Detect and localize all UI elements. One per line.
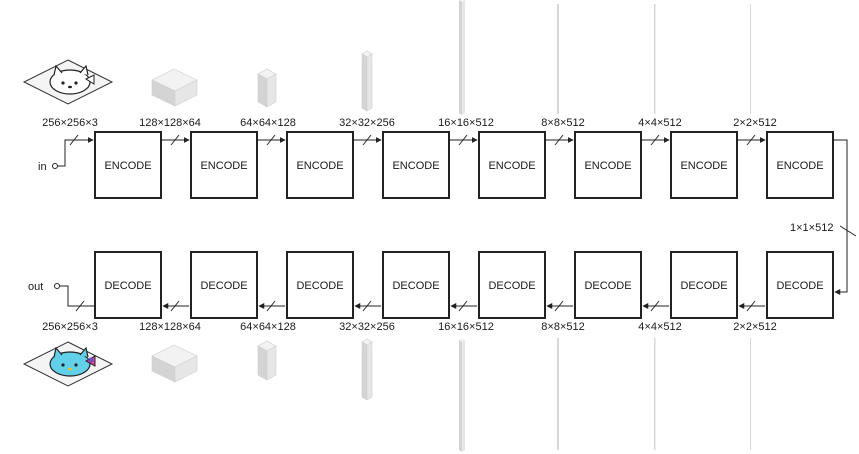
decoder-block-label: DECODE bbox=[296, 280, 343, 292]
tensor-32x32x256-out bbox=[361, 338, 373, 401]
encoder-block-label: ENCODE bbox=[200, 160, 247, 172]
encoder-row: ENCODE ENCODE ENCODE ENCODE ENCODE ENCOD… bbox=[38, 117, 834, 199]
encoder-block-label: ENCODE bbox=[104, 160, 151, 172]
input-wire bbox=[58, 137, 94, 167]
decoder-dim-4: 32×32×256 bbox=[339, 321, 395, 333]
decoder-block-label: DECODE bbox=[200, 280, 247, 292]
encoder-dim-2: 128×128×64 bbox=[139, 117, 201, 129]
bottleneck: 1×1×512 bbox=[790, 139, 857, 295]
bus-slash bbox=[554, 300, 564, 312]
tensor-64x64x128 bbox=[257, 68, 277, 108]
tensor-4x4x512 bbox=[654, 4, 656, 114]
decoder-dim-5: 16×16×512 bbox=[438, 321, 494, 333]
encoder-block-8: ENCODE bbox=[766, 131, 834, 199]
bus-slash bbox=[650, 300, 660, 312]
output-label: out bbox=[28, 281, 43, 293]
tensor-8x8x512-out bbox=[557, 338, 559, 450]
encoder-block-6: ENCODE bbox=[574, 131, 642, 199]
bus-slash bbox=[458, 300, 468, 312]
encoder-tensor-shapes bbox=[22, 0, 751, 115]
bus-slash bbox=[458, 134, 468, 146]
decoder-block-label: DECODE bbox=[392, 280, 439, 292]
bottleneck-wire bbox=[833, 139, 848, 295]
encoder-dim-1: 256×256×3 bbox=[42, 117, 98, 129]
bus-slash bbox=[266, 134, 276, 146]
tensor-32x32x256 bbox=[361, 50, 373, 112]
input-terminal bbox=[52, 163, 58, 169]
bus-slash bbox=[170, 300, 180, 312]
decoder-block-7: DECODE bbox=[670, 251, 738, 319]
bus-slash bbox=[650, 134, 660, 146]
tensor-2x2x512-out bbox=[750, 338, 751, 450]
tensor-4x4x512-out bbox=[654, 338, 656, 450]
decoder-row: DECODE DECODE DECODE DECODE DECODE DECOD… bbox=[28, 251, 834, 333]
decoder-block-3: DECODE bbox=[286, 251, 354, 319]
bus-slash bbox=[170, 134, 180, 146]
output-terminal bbox=[54, 283, 60, 289]
decoder-block-label: DECODE bbox=[488, 280, 535, 292]
encoder-dim-3: 64×64×128 bbox=[240, 117, 296, 129]
decoder-dim-1: 256×256×3 bbox=[42, 321, 98, 333]
input-label: in bbox=[38, 161, 47, 173]
encoder-dim-7: 4×4×512 bbox=[638, 117, 681, 129]
encoder-block-label: ENCODE bbox=[776, 160, 823, 172]
tensor-2x2x512 bbox=[750, 4, 751, 114]
encoder-block-label: ENCODE bbox=[584, 160, 631, 172]
output-wire bbox=[60, 285, 95, 307]
bus-slash bbox=[746, 300, 756, 312]
bottleneck-dim: 1×1×512 bbox=[790, 222, 833, 234]
decoder-block-8: DECODE bbox=[766, 251, 834, 319]
decoder-dim-3: 64×64×128 bbox=[240, 321, 296, 333]
decoder-dim-7: 4×4×512 bbox=[638, 321, 681, 333]
decoder-block-label: DECODE bbox=[776, 280, 823, 292]
decoder-block-1: DECODE bbox=[94, 251, 162, 319]
bus-slash bbox=[362, 300, 372, 312]
encoder-block-5: ENCODE bbox=[478, 131, 546, 199]
decoder-block-label: DECODE bbox=[584, 280, 631, 292]
encoder-dim-6: 8×8×512 bbox=[541, 117, 584, 129]
decoder-tensor-shapes bbox=[22, 338, 751, 452]
encoder-dim-5: 16×16×512 bbox=[438, 117, 494, 129]
encoder-block-label: ENCODE bbox=[488, 160, 535, 172]
bus-slash bbox=[362, 134, 372, 146]
encoder-block-4: ENCODE bbox=[382, 131, 450, 199]
tensor-8x8x512 bbox=[557, 4, 559, 114]
bus-slash bbox=[554, 134, 564, 146]
tensor-64x64x128-out bbox=[257, 340, 277, 381]
encoder-block-7: ENCODE bbox=[670, 131, 738, 199]
bus-slash bbox=[746, 134, 756, 146]
encoder-block-2: ENCODE bbox=[190, 131, 258, 199]
decoder-dim-2: 128×128×64 bbox=[139, 321, 201, 333]
encoder-block-3: ENCODE bbox=[286, 131, 354, 199]
decoder-block-6: DECODE bbox=[574, 251, 642, 319]
decoder-dim-6: 8×8×512 bbox=[541, 321, 584, 333]
bus-slash bbox=[266, 300, 276, 312]
encoder-dim-8: 2×2×512 bbox=[733, 117, 776, 129]
tensor-16x16x512-out bbox=[459, 338, 465, 452]
tensor-16x16x512 bbox=[459, 0, 465, 115]
encoder-dim-4: 32×32×256 bbox=[339, 117, 395, 129]
decoder-block-label: DECODE bbox=[104, 280, 151, 292]
encoder-block-1: ENCODE bbox=[94, 131, 162, 199]
bus-slash bbox=[69, 134, 79, 146]
decoder-block-2: DECODE bbox=[190, 251, 258, 319]
encoder-block-label: ENCODE bbox=[392, 160, 439, 172]
input-image-icon bbox=[22, 59, 114, 105]
bus-slash bbox=[839, 225, 857, 237]
decoder-block-5: DECODE bbox=[478, 251, 546, 319]
decoder-block-4: DECODE bbox=[382, 251, 450, 319]
output-image-icon bbox=[22, 341, 114, 387]
encoder-block-label: ENCODE bbox=[680, 160, 727, 172]
decoder-dim-8: 2×2×512 bbox=[733, 321, 776, 333]
bus-slash bbox=[75, 300, 85, 312]
encoder-block-label: ENCODE bbox=[296, 160, 343, 172]
tensor-128x128x64 bbox=[151, 68, 198, 107]
decoder-block-label: DECODE bbox=[680, 280, 727, 292]
tensor-128x128x64-out bbox=[151, 344, 198, 383]
